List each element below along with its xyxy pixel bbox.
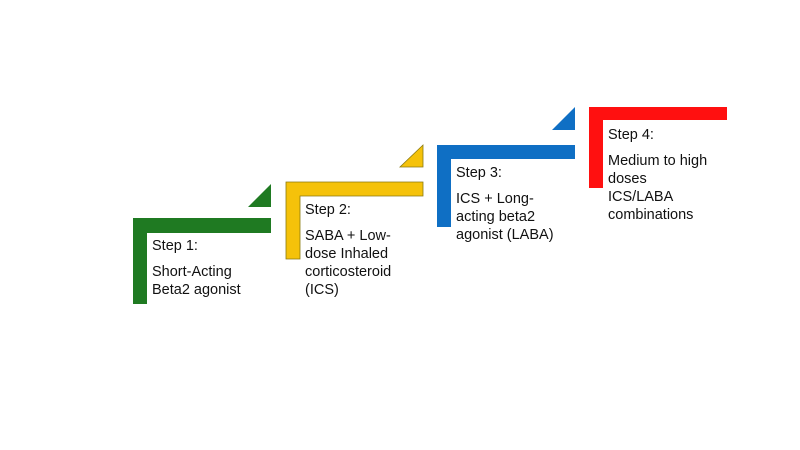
step-4-shape — [589, 107, 727, 188]
step-4-title: Step 4: — [608, 127, 654, 143]
step-3-description-line: agonist (LABA) — [456, 227, 554, 243]
step-4-description-line: ICS/LABA — [608, 189, 674, 205]
step-2-description-line: corticosteroid — [305, 264, 392, 280]
step-2-title: Step 2: — [305, 202, 351, 218]
step-4-description: Medium to high doses ICS/LABA combinatio… — [608, 152, 707, 224]
step-4-description-line: Medium to high — [608, 153, 708, 169]
step-1-title: Step 1: — [152, 238, 198, 254]
step-4-text: Step 4: Medium to high doses ICS/LABA co… — [608, 126, 707, 224]
step-3-description-line: ICS + Long- — [456, 191, 534, 207]
step-2-description-line: (ICS) — [305, 282, 339, 298]
step-1-text: Step 1: Short-Acting Beta2 agonist — [152, 237, 241, 299]
step-1-description-line: Beta2 agonist — [152, 282, 241, 298]
step-2-corner-bracket — [285, 181, 424, 260]
step-4-description-line: doses — [608, 171, 647, 187]
step-1-description: Short-Acting Beta2 agonist — [152, 263, 241, 299]
step-3-text: Step 3: ICS + Long- acting beta2 agonist… — [456, 164, 554, 244]
step-4-description-line: combinations — [608, 207, 694, 223]
step-1-up-arrow-triangle — [248, 184, 271, 207]
step-2-description: SABA + Low- dose Inhaled corticosteroid … — [305, 227, 391, 299]
step-2-description-line: dose Inhaled — [305, 246, 389, 262]
step-1-shape — [133, 184, 271, 304]
step-3-shape — [437, 107, 575, 227]
step-1-corner-bracket — [133, 218, 271, 304]
step-3-up-arrow-triangle — [552, 107, 575, 130]
step-2-shape — [285, 144, 424, 260]
step-3-title: Step 3: — [456, 165, 502, 181]
step-3-description-line: acting beta2 — [456, 209, 536, 225]
step-1-description-line: Short-Acting — [152, 264, 232, 280]
step-2-description-line: SABA + Low- — [305, 228, 391, 244]
step-3-description: ICS + Long- acting beta2 agonist (LABA) — [456, 190, 554, 244]
step-2-text: Step 2: SABA + Low- dose Inhaled cortico… — [305, 201, 391, 299]
step-3-corner-bracket — [437, 145, 575, 227]
step-4-corner-bracket — [589, 107, 727, 188]
step-2-up-arrow-triangle — [399, 144, 424, 168]
